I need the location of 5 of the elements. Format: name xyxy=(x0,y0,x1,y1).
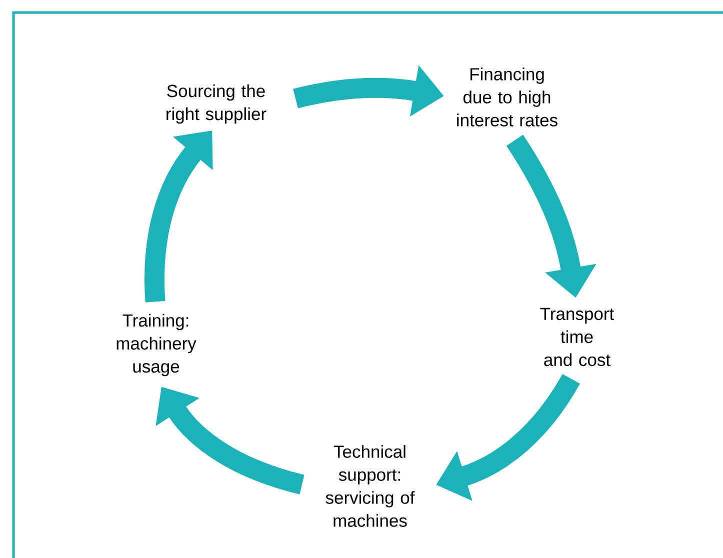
step-label: Sourcing the right supplier xyxy=(166,84,266,124)
step-label: Technical support: servicing of machines xyxy=(326,445,415,527)
step-label: Transport time and cost xyxy=(540,308,614,366)
step-label: Training: machinery usage xyxy=(116,314,196,376)
step-label: Financing due to high interest rates xyxy=(457,68,558,126)
